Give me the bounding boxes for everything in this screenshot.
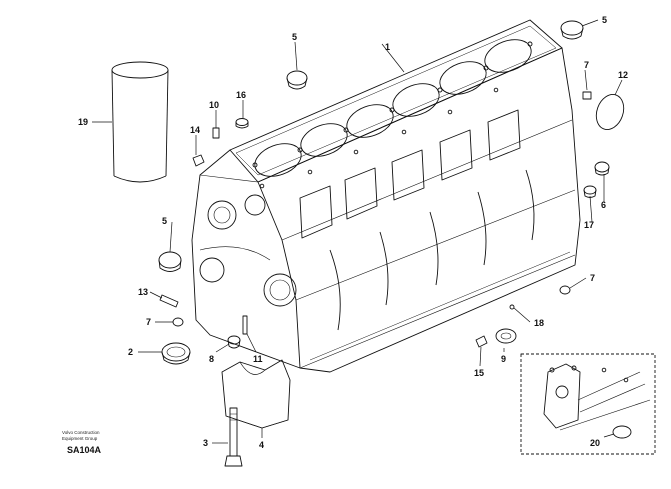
callout-9: 9	[501, 354, 506, 364]
callout-8: 8	[209, 354, 214, 364]
plug-7-upper-right	[582, 91, 592, 100]
callout-14: 14	[190, 125, 200, 135]
callout-2: 2	[128, 347, 133, 357]
cylinder-liner-part	[111, 61, 169, 183]
callout-7-right: 7	[590, 273, 595, 283]
leader-lines	[92, 19, 623, 444]
sheet-code: SA104A	[67, 445, 102, 455]
callout-11: 11	[253, 354, 263, 364]
bearing-cap-part	[221, 359, 291, 429]
callout-20: 20	[590, 438, 600, 448]
callout-15: 15	[474, 368, 484, 378]
dowel-pin-10	[212, 127, 220, 139]
callout-18: 18	[534, 318, 544, 328]
callout-5-upper-right: 5	[602, 15, 607, 25]
callout-4: 4	[259, 440, 264, 450]
detail-inset	[520, 353, 656, 455]
callout-3: 3	[203, 438, 208, 448]
engine-block-part	[191, 19, 581, 373]
callout-16: 16	[236, 90, 246, 100]
credit-line-2: Equipment Group	[62, 436, 98, 441]
callout-13: 13	[138, 287, 148, 297]
callout-7-left: 7	[146, 317, 151, 327]
callout-5-top: 5	[292, 32, 297, 42]
callout-5-left: 5	[162, 216, 167, 226]
plug-7-right	[559, 285, 571, 295]
callout-numbers: 1 5 5 7 12 19 10 16 14 6 17 5 7 13 7 2 8…	[78, 15, 628, 450]
plug-16	[235, 118, 249, 129]
plug-8	[227, 335, 241, 349]
plug-6	[594, 161, 610, 176]
sleeve-9	[495, 328, 517, 344]
plug-14	[192, 154, 205, 167]
dowel-13	[159, 294, 179, 308]
callout-6: 6	[601, 200, 606, 210]
plug-7-left	[172, 317, 184, 327]
callout-10: 10	[209, 100, 219, 110]
publisher-credit: Volvo Construction Equipment Group	[62, 430, 100, 442]
credit-line-1: Volvo Construction	[62, 430, 100, 435]
callout-17: 17	[584, 220, 594, 230]
callout-1: 1	[385, 42, 390, 52]
screw-11	[242, 315, 248, 335]
expansion-plug-upper-right	[560, 20, 584, 40]
expansion-plug-top	[286, 70, 308, 90]
callout-19: 19	[78, 117, 88, 127]
callout-7-upper-right: 7	[584, 60, 589, 70]
expansion-plug-left	[158, 251, 182, 272]
callout-12: 12	[618, 70, 628, 80]
plug-15	[475, 335, 488, 348]
cover-12	[595, 94, 625, 130]
bearing-bolt-part	[224, 407, 243, 467]
seal-ring-part	[161, 342, 191, 365]
plug-17	[583, 185, 597, 198]
pin-18	[509, 304, 515, 310]
